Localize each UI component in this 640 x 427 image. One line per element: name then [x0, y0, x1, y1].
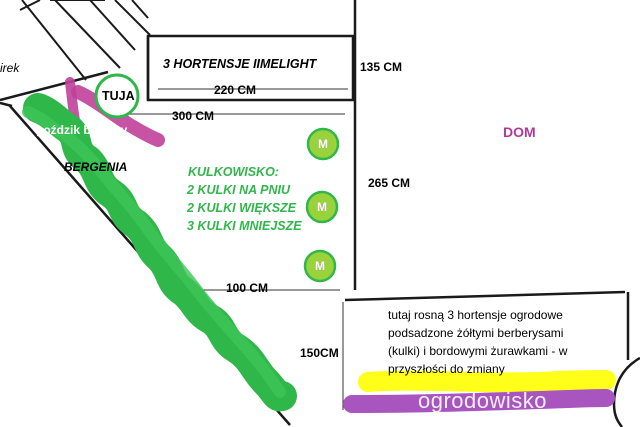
note-line: (kulki) i bordowymi żurawkami - w — [388, 344, 568, 358]
watermark: ogrodowisko — [418, 388, 548, 413]
kulka-marker-label: M — [315, 259, 325, 273]
dimension-135-label: 135 CM — [360, 60, 403, 74]
hortensje-limelight-label: 3 HORTENSJE IIMELIGHT — [163, 57, 317, 71]
berberys-stroke — [358, 370, 616, 393]
partial-label: irek — [0, 61, 20, 75]
zurawki-stroke — [343, 389, 615, 413]
kulkowisko-line: KULKOWISKO: — [188, 165, 279, 179]
note-line: podsadzone żółtymi berberysami — [388, 326, 564, 340]
dimension-265-label: 265 CM — [368, 176, 411, 190]
gozdzik-stroke — [71, 85, 165, 147]
kulka-marker-label: M — [317, 200, 327, 214]
dimension-150-label: 150CM — [300, 346, 339, 360]
bergenia-label: BERGENIA — [64, 160, 128, 174]
tuja-label: TUJA — [102, 89, 135, 103]
dimension-300-label: 300 CM — [172, 109, 215, 123]
kulka-markers — [303, 127, 340, 283]
note-line: przyszłości do zmiany — [388, 362, 505, 376]
note-line: tutaj rosną 3 hortensje ogrodowe — [388, 308, 563, 322]
dimension-100-label: 100 CM — [226, 281, 269, 295]
gozdzik-label: goździk brodaty — [36, 123, 128, 137]
dimension-220-label: 220 CM — [214, 83, 257, 97]
kulkowisko-line: 3 KULKI MNIEJSZE — [187, 219, 302, 233]
kulkowisko-line: 2 KULKI NA PNIU — [187, 183, 291, 197]
dom-label: DOM — [503, 124, 536, 140]
kulka-marker-label: M — [318, 137, 328, 151]
garden-path — [19, 0, 151, 81]
tuja-circle — [94, 73, 140, 119]
kulkowisko-line: 2 KULKI WIĘKSZE — [187, 201, 297, 215]
